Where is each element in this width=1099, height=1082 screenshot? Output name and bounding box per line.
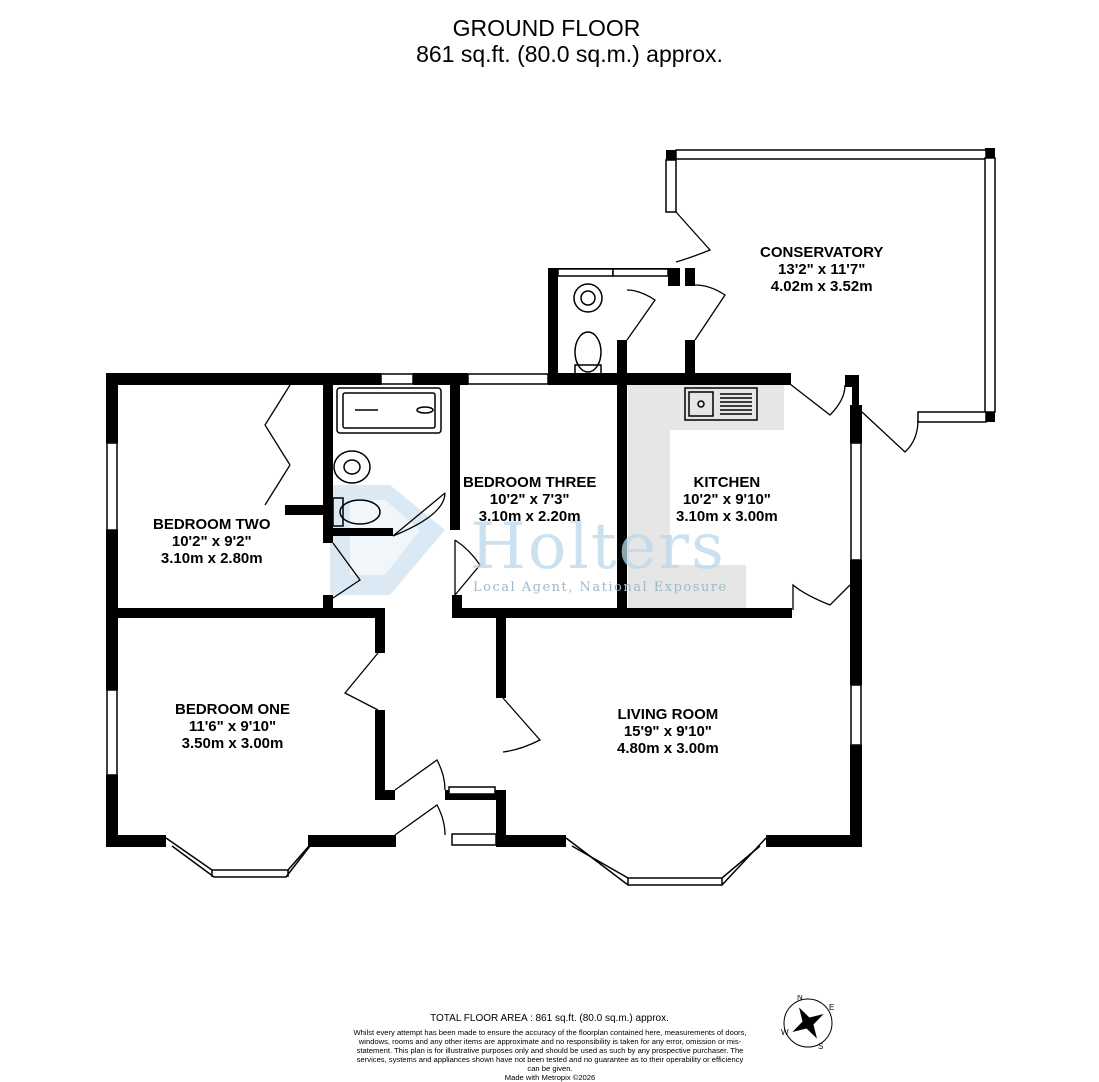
room-label-kitchen: KITCHEN 10'2" x 9'10" 3.10m x 3.00m <box>676 474 778 525</box>
watermark-tagline: Local Agent, National Exposure <box>473 580 728 595</box>
disclaimer: Whilst every attempt has been made to en… <box>350 1028 750 1082</box>
compass-w: W <box>781 1028 789 1037</box>
room-imperial: 10'2" x 7'3" <box>489 491 570 508</box>
room-metric: 4.80m x 3.00m <box>617 740 719 757</box>
room-label-bedroom-two: BEDROOM TWO 10'2" x 9'2" 3.10m x 2.80m <box>153 516 271 567</box>
room-metric: 3.50m x 3.00m <box>181 735 284 752</box>
room-imperial: 13'2" x 11'7" <box>778 261 866 278</box>
disclaimer-text: Whilst every attempt has been made to en… <box>353 1028 747 1073</box>
room-label-living-room: LIVING ROOM 15'9" x 9'10" 4.80m x 3.00m <box>617 706 719 757</box>
room-imperial: 10'2" x 9'2" <box>171 533 252 550</box>
watermark-name: Holters <box>470 510 726 584</box>
room-imperial: 11'6" x 9'10" <box>188 718 277 735</box>
room-metric: 3.10m x 3.00m <box>676 508 778 525</box>
plan-area: 861 sq.ft. (80.0 sq.m.) approx. <box>416 41 723 67</box>
doors <box>264 211 919 836</box>
compass-icon: N E S W <box>781 993 834 1051</box>
made-with: Made with Metropix ©2026 <box>504 1073 596 1082</box>
compass-e: E <box>829 1003 834 1012</box>
room-name: BEDROOM ONE <box>175 701 291 718</box>
compass-s: S <box>818 1042 823 1051</box>
room-metric: 3.10m x 2.80m <box>160 550 263 567</box>
room-name: BEDROOM TWO <box>153 516 271 533</box>
room-name: CONSERVATORY <box>760 244 884 261</box>
total-floor-area: TOTAL FLOOR AREA : 861 sq.ft. (80.0 sq.m… <box>430 1013 669 1024</box>
room-name: LIVING ROOM <box>617 706 719 723</box>
room-label-conservatory: CONSERVATORY 13'2" x 11'7" 4.02m x 3.52m <box>760 244 883 295</box>
watermark-logo <box>330 485 445 595</box>
room-name: BEDROOM THREE <box>463 474 597 491</box>
room-imperial: 15'9" x 9'10" <box>623 723 712 740</box>
compass-n: N <box>797 995 803 1002</box>
compass-rose: N E S W <box>780 993 836 1051</box>
room-label-bedroom-one: BEDROOM ONE 11'6" x 9'10" 3.50m x 3.00m <box>175 701 290 752</box>
bath-fixtures <box>332 283 758 527</box>
plan-title: GROUND FLOOR <box>452 15 641 41</box>
bay-windows <box>165 837 767 886</box>
room-name: KITCHEN <box>693 474 761 491</box>
room-label-bedroom-three: BEDROOM THREE 10'2" x 7'3" 3.10m x 2.20m <box>463 474 596 525</box>
room-metric: 4.02m x 3.52m <box>770 278 873 295</box>
room-metric: 3.10m x 2.20m <box>478 508 581 525</box>
kitchen-floor <box>628 385 784 610</box>
room-imperial: 10'2" x 9'10" <box>682 491 771 508</box>
windows <box>106 149 996 846</box>
